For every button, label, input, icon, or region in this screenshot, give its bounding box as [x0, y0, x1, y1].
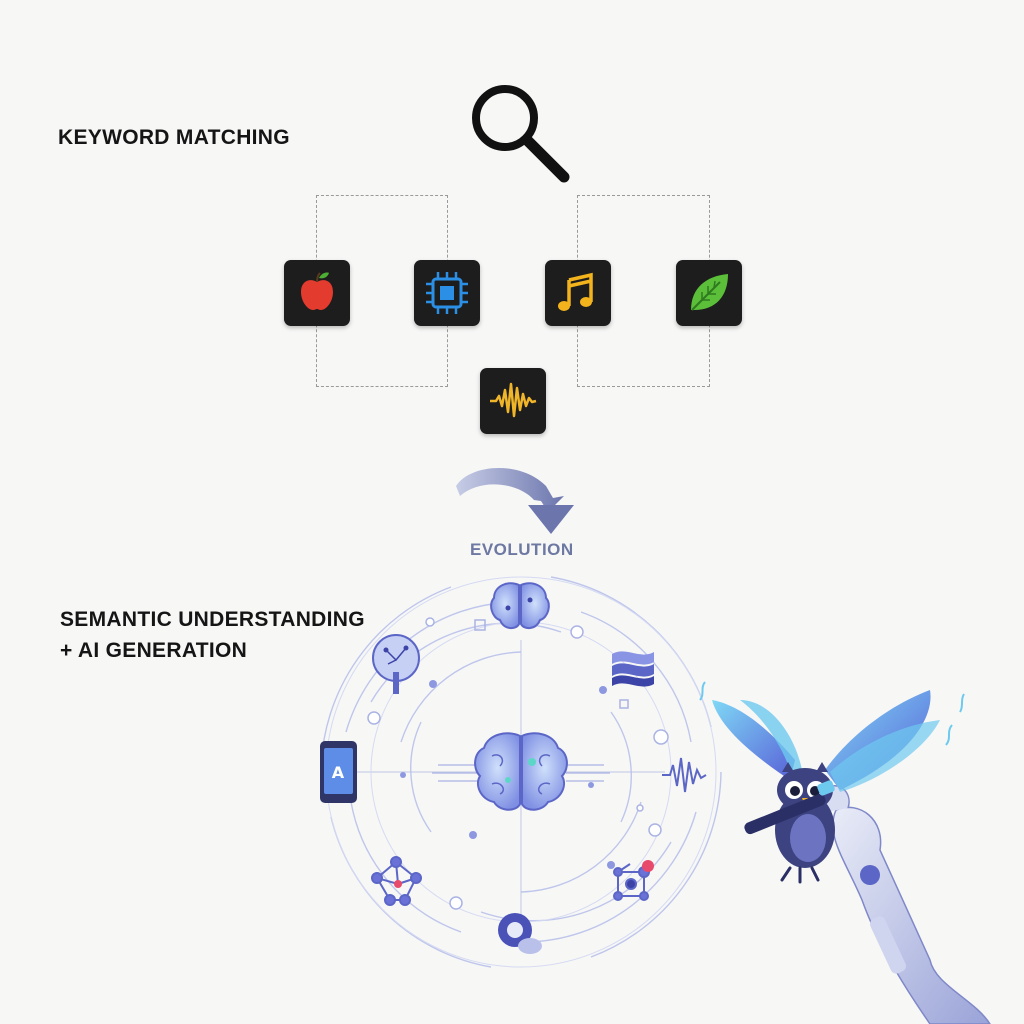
leaf-tile — [676, 260, 742, 326]
semantic-heading-line1: SEMANTIC UNDERSTANDING — [60, 608, 365, 631]
chip-tile — [414, 260, 480, 326]
molecule-icon — [371, 856, 422, 906]
robot-arm-icon — [820, 785, 991, 1024]
keyword-matching-heading: KEYWORD MATCHING — [58, 126, 290, 149]
music-note-icon — [558, 272, 593, 311]
semantic-heading: SEMANTIC UNDERSTANDING + AI GENERATION — [60, 604, 365, 666]
central-brain-icon — [474, 732, 568, 811]
network-icon — [613, 860, 654, 901]
wave-icon — [612, 651, 654, 687]
phone-icon: A — [320, 741, 357, 803]
owl-icon — [712, 690, 940, 884]
signal-wave-icon — [662, 757, 707, 793]
tree-icon — [372, 634, 420, 694]
brain-icon — [490, 582, 550, 630]
waveform-icon — [490, 382, 537, 418]
bottom-lens-icon — [498, 913, 542, 954]
svg-text:A: A — [332, 763, 345, 782]
music-tile — [545, 260, 611, 326]
chip-icon — [426, 272, 468, 314]
semantic-heading-line2: + AI GENERATION — [60, 639, 248, 662]
apple-tile — [284, 260, 350, 326]
evolution-label: EVOLUTION — [470, 540, 574, 559]
leaf-icon — [691, 274, 728, 311]
waveform-tile — [480, 368, 546, 434]
apple-icon — [301, 272, 333, 310]
